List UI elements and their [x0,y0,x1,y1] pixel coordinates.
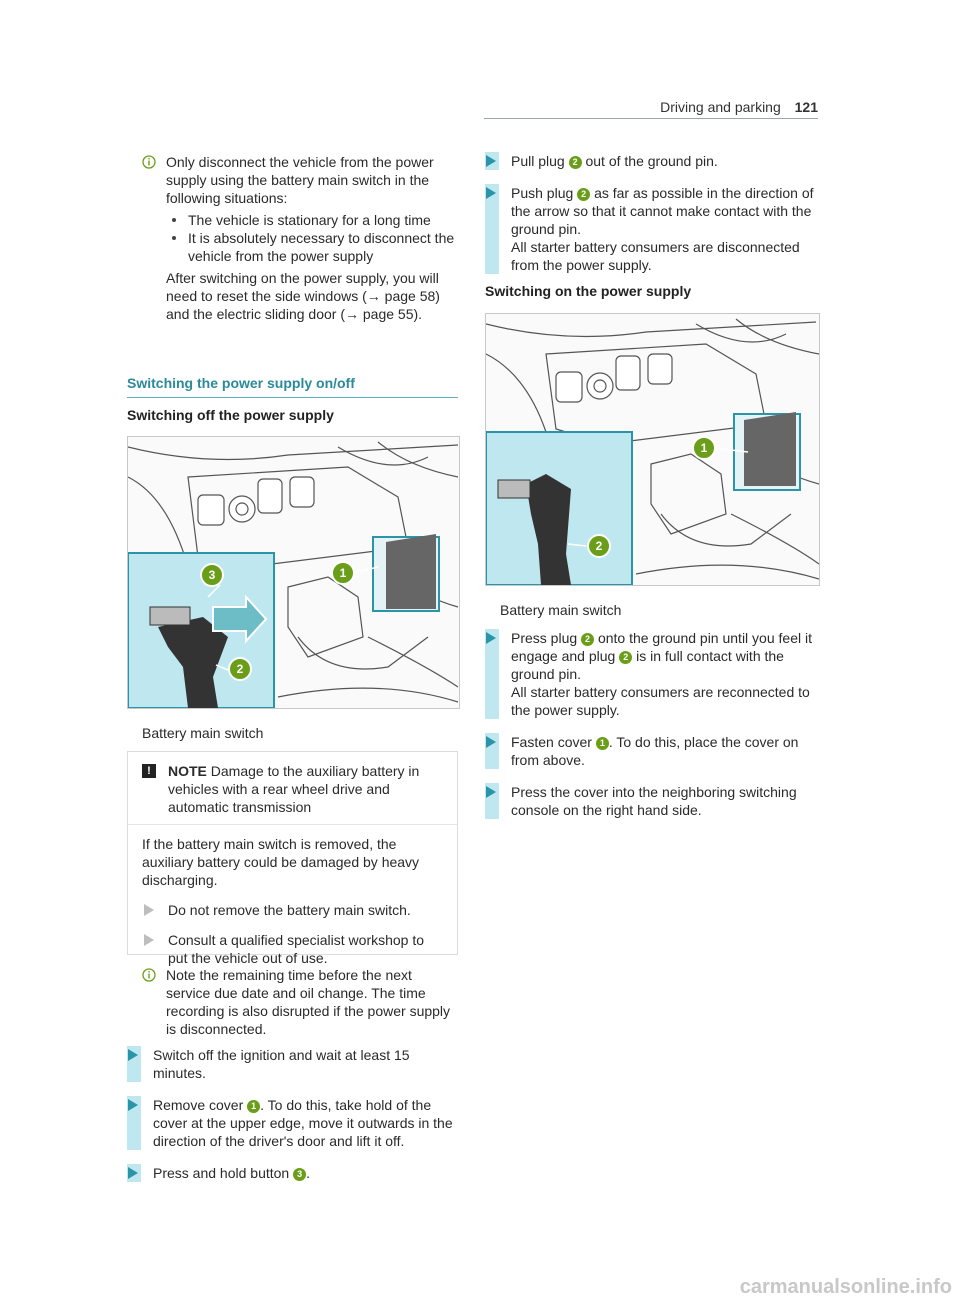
callout-badge: 2 [568,156,582,169]
callout-1: 1 [701,441,708,455]
step-arrow-icon [127,1046,141,1082]
note-body: If the battery main switch is removed, t… [128,825,457,977]
battery-switch-figure-on: 1 2 [485,313,820,586]
callout-badge: 1 [595,737,609,750]
note-head: ! NOTE Damage to the auxiliary battery i… [128,752,457,825]
warning-icon: ! [142,764,156,778]
info-text: Only disconnect the vehicle from the pow… [166,154,434,206]
info-note-1: Only disconnect the vehicle from the pow… [142,153,458,323]
section-title: Switching the power supply on/off [127,375,355,391]
page-header: Driving and parking 121 [660,98,818,116]
header-rule [484,118,818,119]
list-item: It is absolutely necessary to disconnect… [166,229,458,265]
callout-badge: 2 [619,651,633,664]
steps-right-on: Press plug 2 onto the ground pin until y… [485,629,818,819]
info-note-2: Note the remaining time before the next … [142,966,458,1038]
figure-caption-on: Battery main switch [500,602,622,618]
step-arrow-icon [485,733,499,769]
note-step-text: Do not remove the battery main switch. [168,902,411,918]
bullet-list: The vehicle is stationary for a long tim… [166,211,458,265]
instruction-step: Switch off the ignition and wait at leas… [127,1046,458,1082]
step-result-text: All starter battery consumers are discon… [511,239,800,273]
header-section: Driving and parking [660,99,781,115]
step-text: Remove cover 1. To do this, take hold of… [153,1097,453,1149]
steps-left: Switch off the ignition and wait at leas… [127,1046,458,1182]
step-text: Press and hold button 3. [153,1165,310,1181]
instruction-step: Press the cover into the neighboring swi… [485,783,818,819]
note-step-text: Consult a qualified specialist workshop … [168,932,425,966]
instruction-step: Press plug 2 onto the ground pin until y… [485,629,818,719]
callout-1: 1 [340,566,347,580]
callout-3: 3 [209,568,216,582]
battery-switch-illustration: 1 2 [486,318,819,585]
step-text: Push plug 2 as far as possible in the di… [511,185,814,237]
info-after-text: After switching on the power supply, you… [166,270,440,322]
step-result-text: All starter battery consumers are reconn… [511,684,810,718]
note-step: Consult a qualified specialist workshop … [142,931,443,967]
step-text: Switch off the ignition and wait at leas… [153,1047,410,1081]
note-step: Do not remove the battery main switch. [142,901,443,919]
step-arrow-icon [144,934,154,946]
note-head-text: Damage to the auxiliary battery in vehic… [168,763,420,815]
step-arrow-icon [485,152,499,170]
info-icon [142,155,156,169]
section-rule [127,397,458,398]
note-body-text: If the battery main switch is removed, t… [142,836,420,888]
step-arrow-icon [485,184,499,274]
instruction-step: Fasten cover 1. To do this, place the co… [485,733,818,769]
step-text: Pull plug 2 out of the ground pin. [511,153,718,169]
callout-badge: 3 [293,1168,307,1181]
callout-badge: 1 [247,1100,261,1113]
battery-switch-figure-off: 1 3 2 [127,436,460,709]
list-item: The vehicle is stationary for a long tim… [166,211,458,229]
step-arrow-icon [144,904,154,916]
info-text: Note the remaining time before the next … [166,967,451,1037]
steps-right-off: Pull plug 2 out of the ground pin. Push … [485,152,818,274]
callout-2: 2 [596,539,603,553]
callout-badge: 2 [577,188,591,201]
step-text: Press plug 2 onto the ground pin until y… [511,630,812,682]
page-number: 121 [794,99,818,115]
step-text: Fasten cover 1. To do this, place the co… [511,734,799,768]
callout-2: 2 [237,662,244,676]
callout-badge: 2 [581,633,595,646]
instruction-step: Pull plug 2 out of the ground pin. [485,152,818,170]
note-label: NOTE [168,763,207,779]
info-icon [142,968,156,982]
instruction-step: Press and hold button 3. [127,1164,458,1182]
sub-title-on: Switching on the power supply [485,283,692,299]
watermark: carmanualsonline.info [739,1276,952,1298]
battery-switch-illustration: 1 3 2 [128,441,459,708]
step-arrow-icon [127,1096,141,1150]
step-text: Press the cover into the neighboring swi… [511,784,797,818]
note-box: ! NOTE Damage to the auxiliary battery i… [127,751,458,966]
sub-title-off: Switching off the power supply [127,407,334,423]
step-arrow-icon [485,783,499,819]
figure-caption-off: Battery main switch [142,725,264,741]
instruction-step: Push plug 2 as far as possible in the di… [485,184,818,274]
instruction-step: Remove cover 1. To do this, take hold of… [127,1096,458,1150]
step-arrow-icon [127,1164,141,1182]
step-arrow-icon [485,629,499,719]
